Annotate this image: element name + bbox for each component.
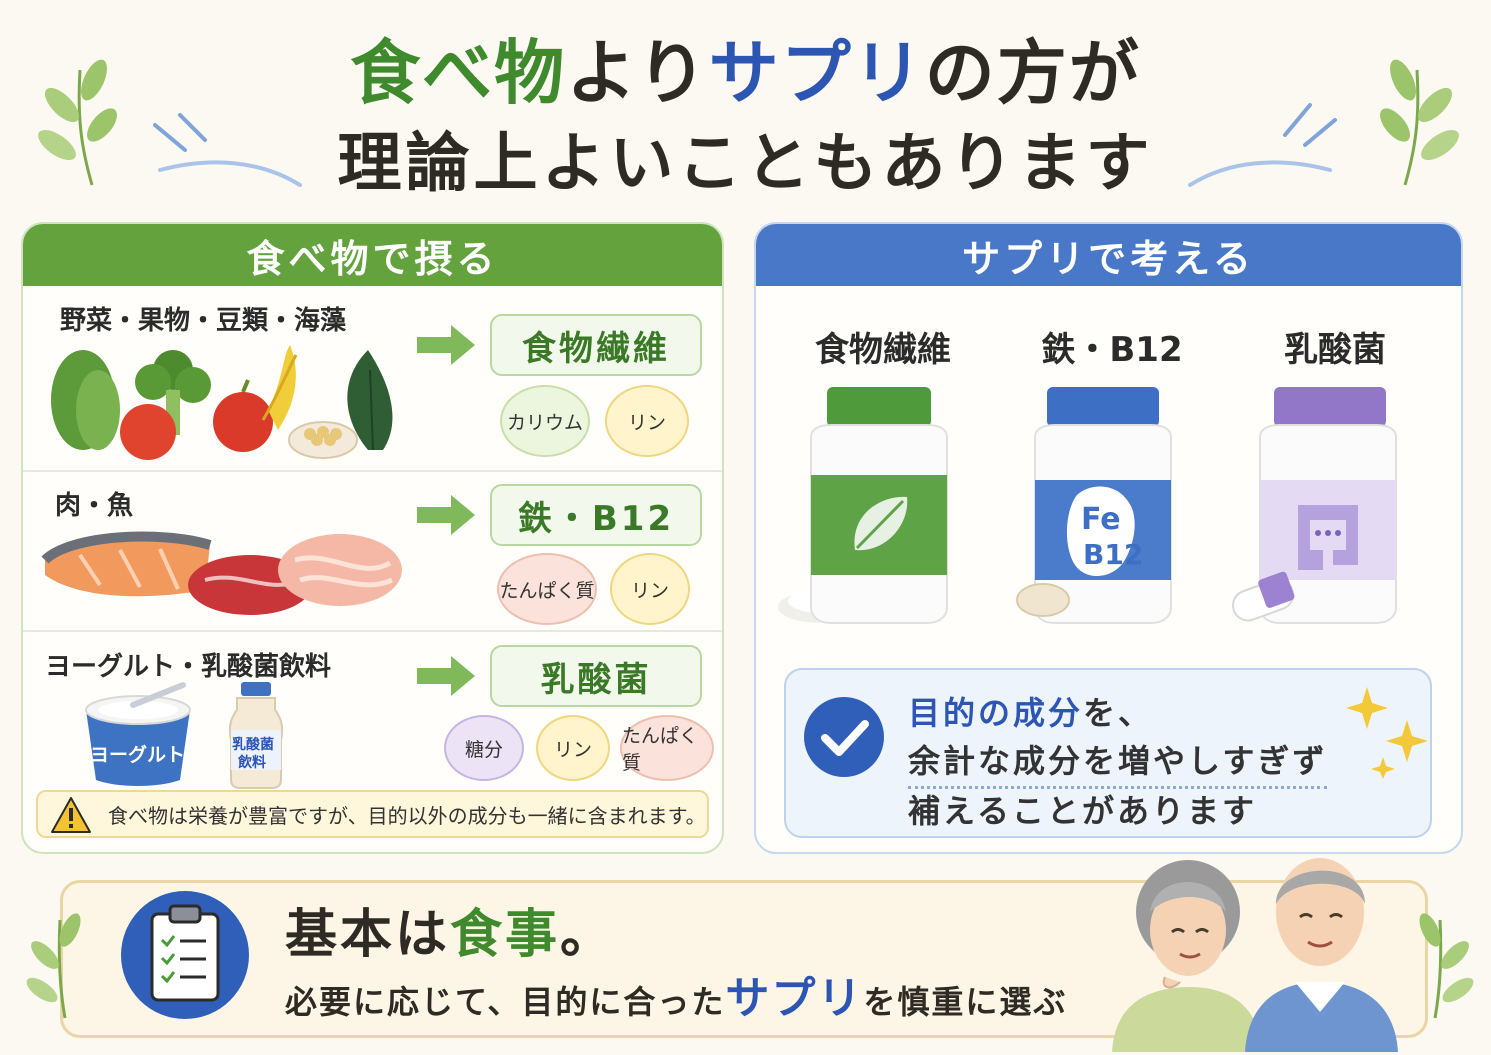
nutrient-box-iron-b12: 鉄・B12 [490,484,702,546]
checkmark-icon [804,697,884,777]
leaf-sprig-bottom-left [26,913,81,1019]
extra-bubble-protein: たんぱく質 [620,715,714,781]
supplement-benefit-box [784,668,1432,838]
lactic-drink-bottle-illustration [228,682,284,789]
b12-label-text: B12 [1083,538,1144,571]
page-title-line2: 理論上よいこともあります [337,127,1154,201]
title-food: 食べ物 [350,32,567,114]
elderly-couple-illustration [1112,858,1398,1052]
sparkle-icon [1346,687,1428,779]
yogurt-cup-illustration [85,682,191,786]
page-title-line1: 食べ物よりサプリの方が [0,28,1491,118]
category-label-meat-fish: 肉・魚 [55,491,134,521]
leaf-sprig-top-left [38,59,117,186]
meat-fish-illustration [41,531,402,615]
warning-text: 食べ物は栄養が豊富ですが、目的以外の成分も一緒に含まれます。 [108,803,706,828]
clipboard-icon [121,891,249,1019]
nutrient-box-fiber: 食物繊維 [490,314,702,376]
yogurt-cup-label: ヨーグルト [90,744,186,766]
bottom-sub-prefix: 必要に応じて、目的に合った [285,983,726,1021]
iron-b12-supplement-bottle [1016,387,1172,624]
benefit-line-2: 余計な成分を増やしすぎず [908,736,1328,789]
arrow-right-icon [417,495,475,535]
fe-label-text: Fe [1081,502,1121,537]
title-rest: の方が [924,32,1141,114]
arrow-right-icon [417,656,475,696]
drink-bottle-label-2: 飲料 [238,755,266,771]
nutrient-box-lactobacillus: 乳酸菌 [490,645,702,707]
category-label-vegetables: 野菜・果物・豆類・海藻 [60,306,347,336]
benefit-highlight: 目的の成分 [908,694,1084,732]
benefit-line-1-suffix: を、 [1083,694,1154,732]
extra-bubble-phosphorus: リン [605,385,689,457]
title-yori: より [566,32,709,114]
fiber-supplement-bottle [778,387,948,624]
warning-note: 食べ物は栄養が豊富ですが、目的以外の成分も一緒に含まれます。 [36,790,709,838]
bottom-sub-suffix: を慎重に選ぶ [863,983,1068,1021]
drink-bottle-label-1: 乳酸菌 [232,737,274,753]
extra-bubble-phosphorus: リン [610,553,690,625]
bottom-subtitle: 必要に応じて、目的に合ったサプリを慎重に選ぶ [285,962,1067,1026]
row-divider-2 [23,630,722,632]
title-supp: サプリ [708,32,925,114]
bottom-title-prefix: 基本は [285,905,451,965]
supplement-label-fiber: 食物繊維 [815,330,951,370]
warning-icon [51,797,91,833]
supplement-panel-heading: サプリで考える [756,224,1461,286]
food-panel-heading: 食べ物で摂る [23,224,722,286]
arrow-right-icon [417,325,475,365]
sparkle-lines-right [1188,103,1337,187]
extra-bubble-sugar: 糖分 [444,715,524,781]
extra-bubble-phosphorus: リン [536,715,610,781]
leaf-sprig-bottom-right [1419,913,1474,1019]
bottom-title-highlight: 食事 [450,905,561,965]
bottom-title-suffix: 。 [560,905,616,965]
supplement-label-iron-b12: 鉄・B12 [1041,330,1183,370]
row-divider-1 [23,470,722,472]
benefit-line-3: 補えることがあります [908,792,1258,830]
extra-bubble-protein: たんぱく質 [497,553,597,625]
benefit-line-1: 目的の成分を、 [908,688,1153,734]
sparkle-lines-left [153,113,302,187]
lactobacillus-supplement-bottle [1231,387,1397,624]
bottom-sub-highlight: サプリ [725,973,864,1024]
bottom-title: 基本は食事。 [285,892,615,967]
vegetables-fruits-illustration [51,345,393,460]
category-label-yogurt-drinks: ヨーグルト・乳酸菌飲料 [45,652,332,682]
supplement-label-lactobacillus: 乳酸菌 [1284,330,1386,370]
leaf-sprig-top-right [1380,59,1459,186]
extra-bubble-potassium: カリウム [500,385,590,457]
